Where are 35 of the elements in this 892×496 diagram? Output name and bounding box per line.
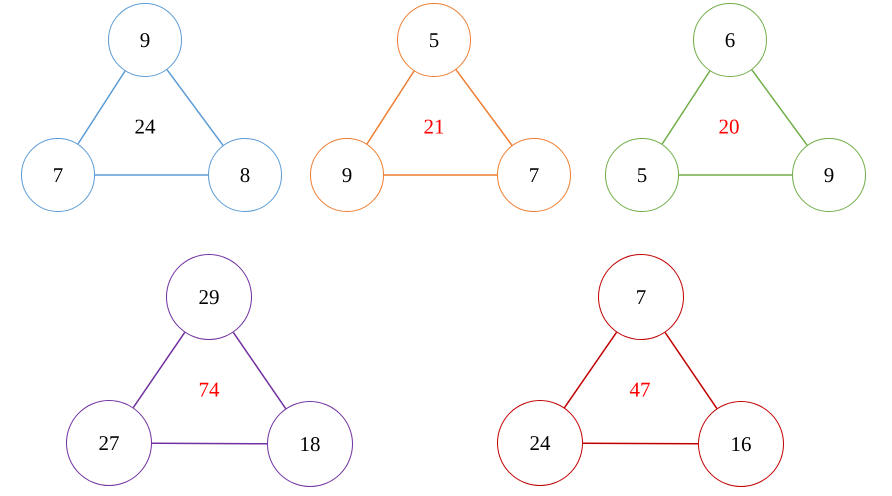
center-number: 20 [718, 116, 740, 138]
connector-line [95, 174, 208, 176]
node-number: 27 [98, 432, 120, 454]
center-number: 47 [630, 380, 650, 400]
connector-line [679, 174, 792, 176]
node-number: 16 [730, 434, 752, 454]
connector-line [132, 332, 186, 408]
connector-line [166, 69, 224, 146]
connector-line [152, 442, 267, 445]
node-number: 5 [428, 30, 440, 50]
connector-line [564, 332, 618, 408]
connector-line [232, 332, 286, 409]
node-number: 6 [724, 30, 736, 50]
center-number: 21 [424, 116, 444, 138]
node-number: 24 [530, 432, 550, 454]
connector-line [583, 442, 698, 445]
node-number: 18 [300, 434, 320, 454]
connector-line [662, 70, 710, 144]
connector-line [751, 69, 808, 146]
connector-line [77, 70, 126, 144]
node-number: 7 [528, 164, 540, 186]
connector-line [384, 174, 497, 176]
node-number: 5 [636, 164, 648, 186]
center-number: 24 [134, 116, 156, 138]
node-number: 9 [824, 164, 834, 186]
node-number: 7 [52, 164, 64, 186]
node-number: 7 [636, 286, 646, 308]
node-number: 9 [140, 30, 150, 50]
connector-line [366, 70, 415, 144]
center-number: 74 [198, 380, 220, 400]
node-number: 9 [342, 164, 352, 186]
connector-line [664, 332, 718, 409]
node-number: 8 [240, 164, 250, 186]
connector-line [455, 69, 513, 146]
node-number: 29 [198, 286, 220, 308]
